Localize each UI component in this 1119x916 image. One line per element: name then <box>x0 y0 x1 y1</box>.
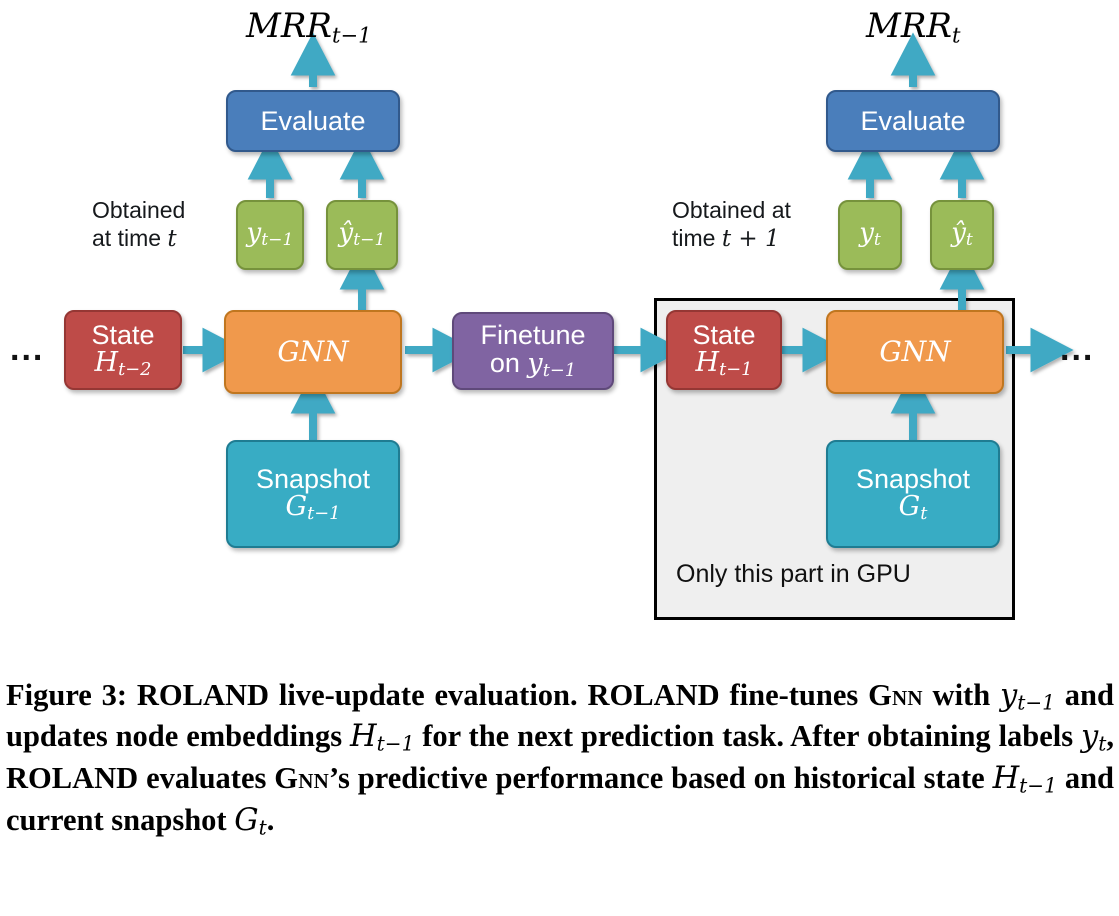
obtained-note-left-var: t <box>167 226 177 253</box>
mrr-subscript-right: t <box>952 22 961 48</box>
obtained-note-right-line2: time t + 1 <box>672 224 791 253</box>
state-box-left[interactable]: State Ht−2 <box>64 310 182 390</box>
prediction-box-left[interactable]: ŷt−1 <box>326 200 398 270</box>
state-box-right-title: State <box>692 319 756 350</box>
state-box-right-var: Ht−1 <box>695 346 753 380</box>
gnn-box-right-label: GNN <box>879 335 951 369</box>
mrr-base: MRR <box>246 6 333 46</box>
figure-diagram: Only this part in GPU <box>10 6 1095 620</box>
obtained-note-left-prefix: at time <box>92 225 168 252</box>
mrr-label-right: MRRt <box>866 6 961 47</box>
mrr-subscript: t−1 <box>332 22 372 48</box>
snapshot-box-right[interactable]: Snapshot Gt <box>826 440 1000 548</box>
label-box-left-text: yt−1 <box>246 218 294 250</box>
evaluate-box-right[interactable]: Evaluate <box>826 90 1000 152</box>
ellipsis-right: ... <box>1060 330 1095 368</box>
obtained-note-left-line2: at time t <box>92 224 185 253</box>
evaluate-box-left-label: Evaluate <box>260 105 366 136</box>
snapshot-box-left-title: Snapshot <box>255 463 371 494</box>
label-box-right-text: yt <box>859 218 881 250</box>
prediction-box-right-text: ŷt <box>951 218 973 250</box>
snapshot-box-left[interactable]: Snapshot Gt−1 <box>226 440 400 548</box>
snapshot-box-right-title: Snapshot <box>855 463 971 494</box>
snapshot-box-left-var: Gt−1 <box>285 490 341 524</box>
figure-caption: Figure 3: ROLAND live-update evaluation.… <box>6 677 1114 840</box>
evaluate-box-right-label: Evaluate <box>860 105 966 136</box>
obtained-note-right-var: t + 1 <box>721 226 780 253</box>
prediction-box-left-text: ŷt−1 <box>338 218 386 250</box>
ellipsis-left: ... <box>10 330 45 368</box>
snapshot-box-right-var: Gt <box>898 490 928 524</box>
figure-caption-region: Figure 3: ROLAND live-update evaluation.… <box>0 640 1119 916</box>
mrr-label-left: MRRt−1 <box>246 6 372 47</box>
gnn-box-left-label: GNN <box>277 335 349 369</box>
mrr-base-right: MRR <box>866 6 953 46</box>
label-box-left[interactable]: yt−1 <box>236 200 304 270</box>
obtained-note-left-line1: Obtained <box>92 197 186 223</box>
finetune-box[interactable]: Finetune on yt−1 <box>452 312 614 390</box>
prediction-box-right[interactable]: ŷt <box>930 200 994 270</box>
label-box-right[interactable]: yt <box>838 200 902 270</box>
state-box-left-title: State <box>91 319 155 350</box>
obtained-note-left: Obtained at time t <box>92 196 185 253</box>
obtained-note-right-line1: Obtained at <box>672 197 791 223</box>
obtained-note-right: Obtained at time t + 1 <box>672 196 791 253</box>
finetune-box-line1: Finetune <box>480 320 586 351</box>
state-box-left-var: Ht−2 <box>94 346 152 380</box>
finetune-box-line2: on yt−1 <box>489 348 577 382</box>
gnn-box-left[interactable]: GNN <box>224 310 402 394</box>
state-box-right[interactable]: State Ht−1 <box>666 310 782 390</box>
evaluate-box-left[interactable]: Evaluate <box>226 90 400 152</box>
obtained-note-right-prefix: time <box>672 225 722 252</box>
gpu-region-label: Only this part in GPU <box>676 560 911 588</box>
caption-figure-number: Figure 3: <box>6 677 128 712</box>
gnn-box-right[interactable]: GNN <box>826 310 1004 394</box>
